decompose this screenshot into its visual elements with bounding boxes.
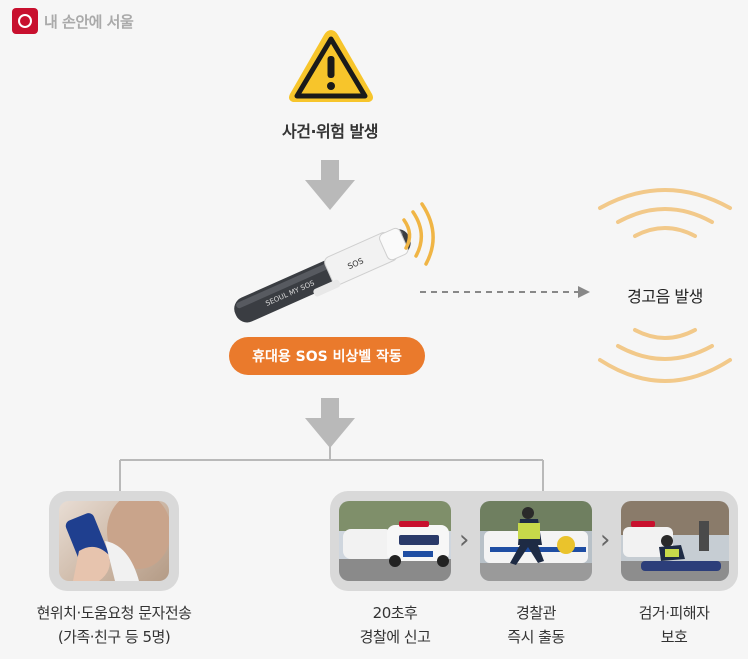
logo-text: 내 손안에 서울 — [44, 11, 133, 32]
caption-line: 즉시 출동 — [480, 625, 592, 649]
caption-line: 검거·피해자 — [618, 601, 730, 625]
down-arrow-icon — [302, 398, 358, 446]
police-photo-panel: › › — [330, 491, 738, 591]
chevron-right-icon: › — [459, 525, 469, 555]
caption-line: 경찰에 신고 — [339, 625, 451, 649]
site-logo[interactable]: 내 손안에 서울 — [12, 8, 133, 34]
sos-bell-device: SEOUL MY SOS SOS — [218, 200, 448, 330]
sound-wave-bottom-icon — [590, 318, 740, 398]
phone-photo-frame — [49, 491, 179, 591]
police-car-photo — [339, 501, 451, 581]
outcome-caption-dispatch: 경찰관 즉시 출동 — [480, 601, 592, 649]
outcome-caption-arrest: 검거·피해자 보호 — [618, 601, 730, 649]
outcome-caption-sms: 현위치·도움요청 문자전송 (가족·친구 등 5명) — [14, 601, 214, 649]
caption-line: (가족·친구 등 5명) — [14, 625, 214, 649]
caption-line: 경찰관 — [480, 601, 592, 625]
incident-label: 사건·위험 발생 — [230, 118, 430, 142]
caption-line: 현위치·도움요청 문자전송 — [14, 601, 214, 625]
warning-icon — [286, 26, 376, 106]
caption-line: 20초후 — [339, 601, 451, 625]
dashed-arrow-icon — [418, 284, 598, 300]
outcome-caption-report: 20초후 경찰에 신고 — [339, 601, 451, 649]
caption-line: 보호 — [618, 625, 730, 649]
sos-activate-badge: 휴대용 SOS 비상벨 작동 — [229, 337, 425, 375]
officer-dispatch-photo — [480, 501, 592, 581]
chevron-right-icon: › — [600, 525, 610, 555]
arrest-photo — [621, 501, 729, 581]
branch-connector — [118, 446, 548, 496]
sound-wave-top-icon — [590, 180, 740, 250]
seoul-logo-icon — [12, 8, 38, 34]
phone-photo — [59, 501, 169, 581]
alarm-label: 경고음 발생 — [600, 283, 730, 307]
